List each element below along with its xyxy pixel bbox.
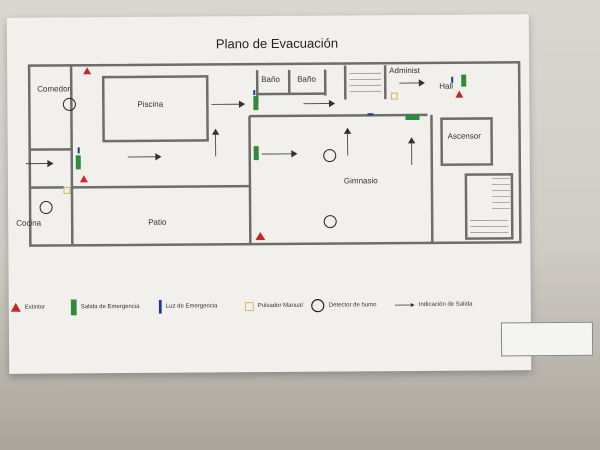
luz-emergencia-icon [253,90,256,96]
wall-stairs-lower [464,173,514,240]
wall-piscina [101,75,209,143]
room-bano-1: Baño [261,75,280,84]
luz-emergencia-icon [77,147,80,154]
room-piscina: Piscina [137,100,163,109]
legend-label: Luz de Emergencia [165,303,218,310]
detector-humo-icon [39,201,53,215]
salida-emergencia-icon [70,299,77,316]
wall-patio-top [71,184,250,189]
flechas-salida [25,79,426,168]
legend-label: Salida de Emergencia [80,303,140,311]
pulsador-manual-icon [390,92,398,100]
extintor-icon [83,67,92,75]
outer-wall [27,60,522,247]
legend-label: Indicación de Salida [418,301,473,308]
room-hall: Hall [439,82,453,91]
walls [27,60,522,247]
detectores [39,97,337,229]
indicacion-salida-icon [394,303,415,308]
luz-emergencia-icon [367,113,374,116]
room-cocina: Cocina [16,219,42,228]
legend-item-extintor: Extintor [10,298,46,318]
legend-item-luz: Luz de Emergencia [158,296,218,316]
legend-label: Detector de humo [328,302,377,309]
wall-corridor [249,113,428,118]
wall-gimnasio-left [248,116,252,245]
extintores [79,67,464,241]
stairs-hatching [349,72,511,233]
luz-emergencia-icon [451,76,454,83]
room-gimnasio: Gimnasio [344,176,378,185]
legend-item-detector: Detector de humo [311,295,377,315]
room-bano-2: Baño [297,75,316,84]
evacuation-plan-sheet: Plano de Evacuación [6,14,594,374]
luz-emergencia-icon [158,299,162,314]
luces [77,76,454,154]
legend-item-pulsador: Pulsador Manual [244,296,303,316]
legend-item-salida: Salida de Emergencia [70,297,140,317]
pulsador-manual-icon [244,301,254,311]
room-ascensor: Ascensor [448,132,482,141]
extintor-icon [79,175,88,183]
pulsador-manual-icon [63,186,71,194]
room-comedor: Comedor [37,84,70,93]
wall-left-column [69,65,74,246]
salida-emergencia-icon [253,96,259,111]
wall-ascensor [440,117,494,167]
salida-emergencia-icon [253,146,259,161]
pulsadores [63,92,398,194]
salidas [75,74,467,170]
detector-humo-icon [311,299,325,313]
salida-emergencia-icon [405,114,420,121]
legend: Extintor Salida de Emergencia Luz de Eme… [9,294,529,322]
detector-humo-icon [62,97,76,111]
legend-label: Pulsador Manual [257,302,303,310]
detector-humo-icon [323,149,337,163]
room-patio: Patio [148,218,167,227]
extintor-icon [255,232,266,241]
extintor-icon [10,302,21,312]
extintor-icon [455,90,464,98]
detector-humo-icon [323,215,337,229]
room-administ: Administ [389,66,421,75]
credit-box [500,321,594,357]
salida-emergencia-icon [75,155,81,170]
legend-item-indicacion: Indicación de Salida [394,295,473,316]
salida-emergencia-icon [461,74,467,87]
legend-label: Extintor [24,304,46,311]
wall-gimnasio-right [430,114,434,243]
floor-plan: Comedor Piscina Baño Baño Administ Hall … [16,60,522,247]
